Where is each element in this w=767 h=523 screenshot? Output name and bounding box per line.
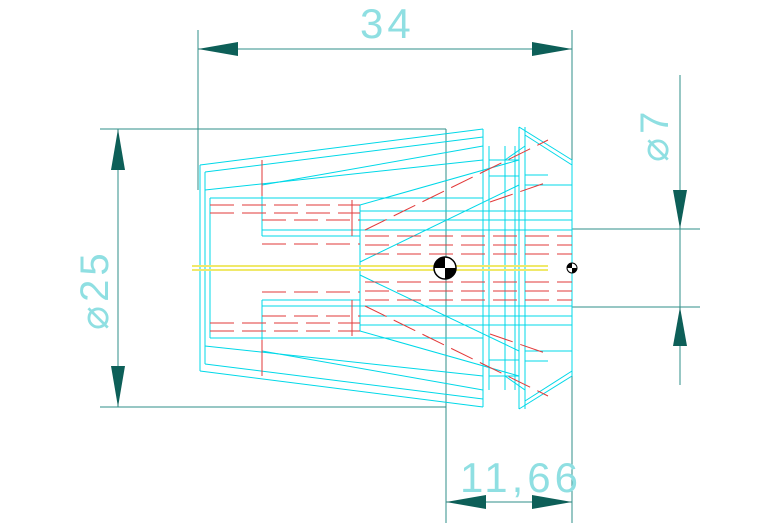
collet-outline [199,126,573,410]
centerline [192,265,548,271]
dim-arrow-left [198,42,238,56]
dim-arrow-offset-right [532,495,572,509]
dim-arrow-inner-top [673,190,687,229]
dim-arrow-top [111,129,125,170]
hidden-lines [210,139,572,397]
dimension-diameter-outer-label: ⌀25 [73,249,117,330]
dim-arrow-inner-bottom [673,307,687,346]
dimension-diameter-outer [100,128,447,523]
dim-arrow-right [532,42,572,56]
dimension-offset-label: 11,66 [460,454,582,501]
dim-arrow-offset-left [446,495,486,509]
dimension-length-label: 34 [360,0,415,47]
center-of-gravity-symbol [433,256,457,280]
hidden-lines-solid [261,160,353,376]
dim-arrow-bottom [111,366,125,407]
reference-point-symbol [566,262,578,274]
dimension-diameter-inner-label: ⌀7 [633,108,677,162]
dimension-length [197,30,573,523]
